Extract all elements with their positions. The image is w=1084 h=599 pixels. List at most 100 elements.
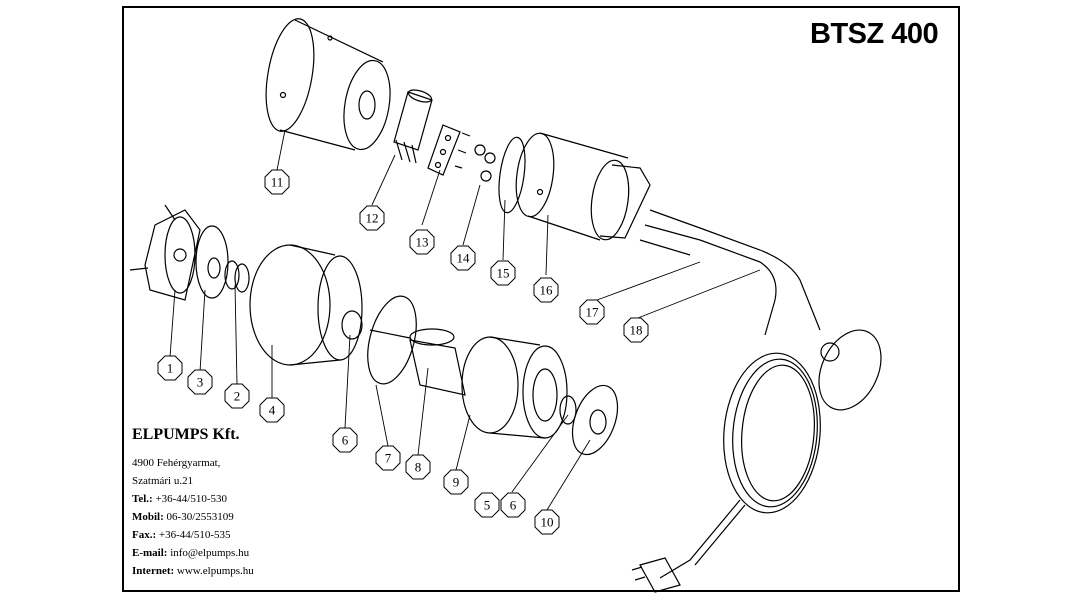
callout-octagon [534, 509, 560, 535]
tel-label: Tel.: [132, 493, 153, 505]
callout-octagon [533, 277, 559, 303]
part-18-float-cable [759, 261, 777, 336]
callout-12: 12 [359, 205, 385, 231]
mobil-value: 06-30/2553109 [166, 511, 234, 523]
callout-number: 16 [540, 283, 554, 298]
part-14-grommet [474, 144, 496, 182]
callout-8: 8 [405, 454, 431, 480]
part-16-upper-housing [515, 132, 651, 241]
leader-lines [169, 129, 761, 511]
company-mobil: Mobil: 06-30/2553109 [132, 508, 282, 526]
email-label: E-mail: [132, 547, 168, 559]
company-info: ELPUMPS Kft. 4900 Fehérgyarmat, Szatmári… [132, 426, 282, 580]
company-internet: Internet: www.elpumps.hu [132, 562, 282, 580]
callout-number: 10 [541, 515, 554, 530]
mobil-label: Mobil: [132, 511, 164, 523]
callout-octagon [157, 355, 183, 381]
callout-14: 14 [450, 245, 476, 271]
company-address-2: Szatmári u.21 [132, 475, 194, 487]
part-4-pump-housing [249, 244, 363, 366]
part-3-wear-plate [195, 225, 229, 299]
company-email: E-mail: info@elpumps.hu [132, 544, 282, 562]
part-8-rotor [369, 328, 466, 396]
callout-4: 4 [259, 397, 285, 423]
callout-number: 2 [234, 389, 241, 404]
callout-number: 3 [197, 375, 204, 390]
internet-value: www.elpumps.hu [176, 565, 254, 577]
callout-octagon [450, 245, 476, 271]
part-9-stator [461, 336, 568, 439]
callout-number: 8 [415, 460, 422, 475]
callout-number: 5 [484, 498, 491, 513]
tel-value: +36-44/510-530 [155, 493, 228, 505]
callout-octagon [224, 383, 250, 409]
part-17-cable [639, 209, 821, 331]
callout-1: 1 [157, 355, 183, 381]
callout-number: 18 [630, 323, 643, 338]
power-cable-coil [659, 352, 821, 579]
callout-number: 14 [457, 251, 471, 266]
callout-octagon [405, 454, 431, 480]
power-plug [631, 557, 681, 593]
callout-number: 13 [416, 235, 429, 250]
callout-number: 6 [510, 498, 517, 513]
company-fax: Fax.: +36-44/510-535 [132, 526, 282, 544]
company-name: ELPUMPS Kft. [132, 426, 240, 443]
float-switch [818, 329, 882, 411]
callout-number: 4 [269, 403, 276, 418]
fax-value: +36-44/510-535 [158, 529, 231, 541]
callout-number: 12 [366, 211, 379, 226]
part-2-shaft-seal [224, 260, 250, 293]
drawing-frame [122, 6, 960, 592]
callout-6: 6 [500, 492, 526, 518]
callout-10: 10 [534, 509, 560, 535]
company-address-1: 4900 Fehérgyarmat, [132, 457, 221, 469]
callout-7: 7 [375, 445, 401, 471]
callout-17: 17 [579, 299, 605, 325]
callout-octagon [474, 492, 500, 518]
part-15-seal-ring [498, 136, 526, 214]
callout-15: 15 [490, 260, 516, 286]
part-13-terminal-plate [427, 124, 471, 176]
callout-number: 6 [342, 433, 349, 448]
callout-number: 11 [271, 175, 284, 190]
callout-number: 7 [385, 451, 392, 466]
company-tel: Tel.: +36-44/510-530 [132, 490, 282, 508]
callout-9: 9 [443, 469, 469, 495]
callout-octagon [264, 169, 290, 195]
part-1-pump-base [129, 204, 201, 301]
callout-number: 1 [167, 361, 174, 376]
part-10-end-cap [571, 384, 619, 456]
callout-number: 15 [497, 266, 510, 281]
callout-6: 6 [332, 427, 358, 453]
callout-number: 17 [586, 305, 600, 320]
callout-octagon [187, 369, 213, 395]
callout-octagon [490, 260, 516, 286]
callout-octagon [443, 469, 469, 495]
callout-octagon [409, 229, 435, 255]
part-5-bearing [559, 395, 577, 425]
callout-16: 16 [533, 277, 559, 303]
callout-octagon [259, 397, 285, 423]
callout-octagon [359, 205, 385, 231]
callout-number: 9 [453, 475, 460, 490]
part-11-motor-housing [265, 18, 391, 151]
callout-octagon [332, 427, 358, 453]
callout-18: 18 [623, 317, 649, 343]
callout-octagon [579, 299, 605, 325]
callout-2: 2 [224, 383, 250, 409]
callout-11: 11 [264, 169, 290, 195]
email-value: info@elpumps.hu [170, 547, 250, 559]
callout-octagon [623, 317, 649, 343]
callout-5: 5 [474, 492, 500, 518]
model-title: BTSZ 400 [810, 18, 939, 50]
callout-13: 13 [409, 229, 435, 255]
callout-octagon [375, 445, 401, 471]
part-12-capacitor [393, 89, 433, 164]
callout-3: 3 [187, 369, 213, 395]
callout-octagon [500, 492, 526, 518]
internet-label: Internet: [132, 565, 175, 577]
part-7-o-ring [367, 295, 417, 385]
